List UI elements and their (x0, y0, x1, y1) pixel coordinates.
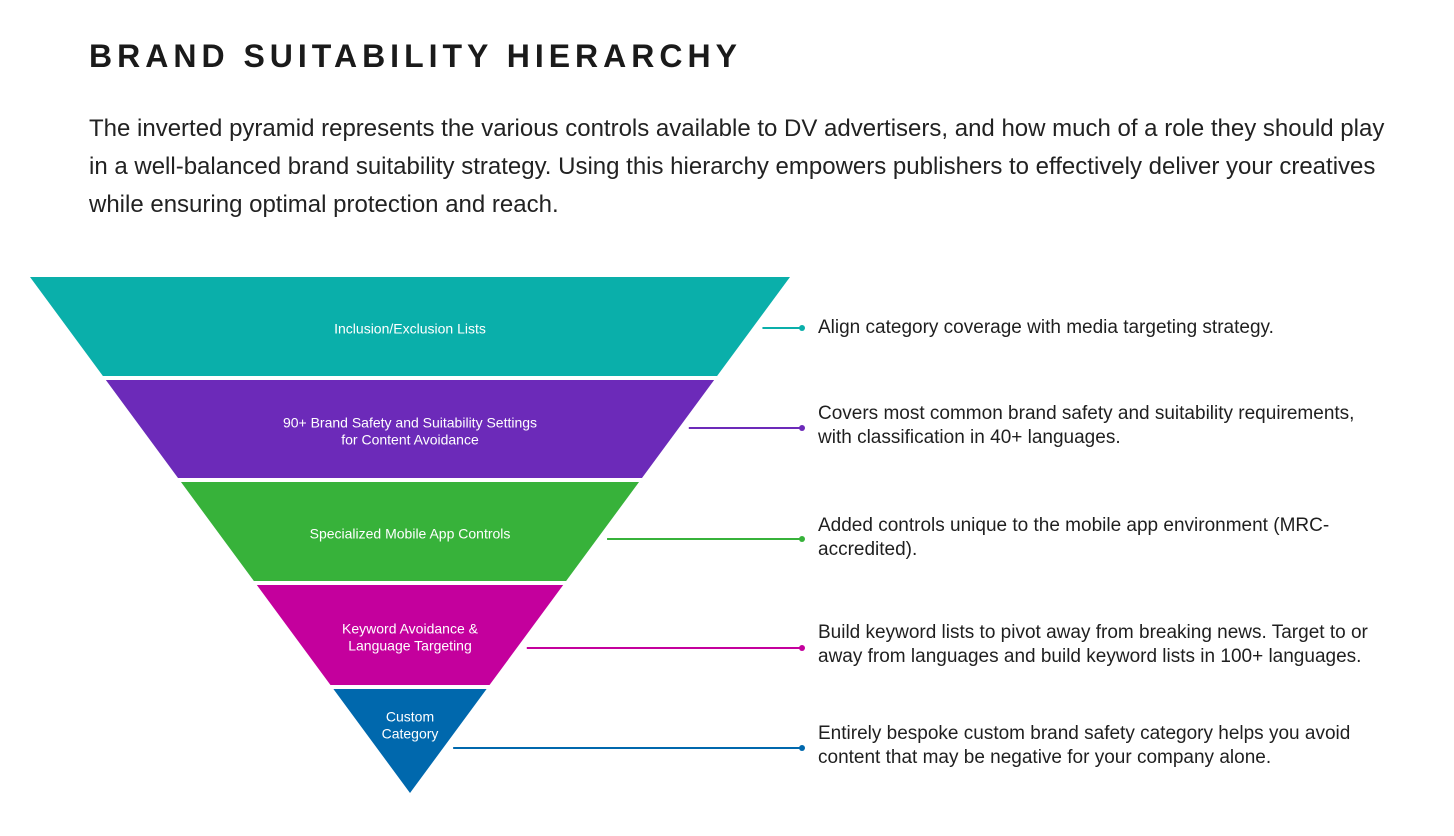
tier-description-keyword-language: Build keyword lists to pivot away from b… (818, 621, 1454, 669)
tier-brand-safety-settings (105, 380, 715, 478)
tier-description-line: accredited). (818, 539, 918, 560)
connector-dot-custom-category (799, 745, 805, 751)
tier-description-line: Entirely bespoke custom brand safety cat… (818, 723, 1351, 744)
intro-paragraph: The inverted pyramid represents the vari… (89, 115, 1385, 218)
tier-custom-category (333, 689, 487, 793)
tier-label-brand-safety-settings: 90+ Brand Safety and Suitability Setting… (283, 415, 537, 431)
connector-dot-inclusion-exclusion (799, 325, 805, 331)
tier-label-inclusion-exclusion: Inclusion/Exclusion Lists (334, 321, 486, 337)
tier-description-inclusion-exclusion: Align category coverage with media targe… (818, 316, 1454, 340)
tier-mobile-app-controls (180, 482, 640, 581)
tier-description-line: content that may be negative for your co… (818, 747, 1272, 768)
tier-description-line: Covers most common brand safety and suit… (818, 403, 1355, 424)
tier-description-brand-safety-settings: Covers most common brand safety and suit… (818, 402, 1454, 450)
tier-description-custom-category: Entirely bespoke custom brand safety cat… (818, 722, 1454, 770)
tier-label-keyword-language: Keyword Avoidance & (342, 621, 479, 637)
tier-description-line: Added controls unique to the mobile app … (818, 515, 1330, 536)
tier-label-mobile-app-controls: Specialized Mobile App Controls (310, 526, 511, 542)
tier-description-line: Build keyword lists to pivot away from b… (818, 622, 1368, 643)
tier-description-line: with classification in 40+ languages. (818, 427, 1121, 448)
connector-dot-mobile-app-controls (799, 536, 805, 542)
tier-description-line: Align category coverage with media targe… (818, 317, 1274, 338)
tier-label-custom-category: Category (382, 726, 439, 742)
tier-label-keyword-language: Language Targeting (348, 638, 472, 654)
tier-description-mobile-app-controls: Added controls unique to the mobile app … (818, 514, 1454, 562)
page-title: BRAND SUITABILITY HIERARCHY (89, 38, 742, 74)
tier-label-custom-category: Custom (386, 709, 434, 725)
tier-description-line: away from languages and build keyword li… (818, 646, 1362, 667)
tier-label-brand-safety-settings: for Content Avoidance (341, 432, 479, 448)
connector-dot-keyword-language (799, 645, 805, 651)
connector-dot-brand-safety-settings (799, 425, 805, 431)
tier-inclusion-exclusion (30, 277, 790, 376)
tier-keyword-language (256, 585, 564, 685)
